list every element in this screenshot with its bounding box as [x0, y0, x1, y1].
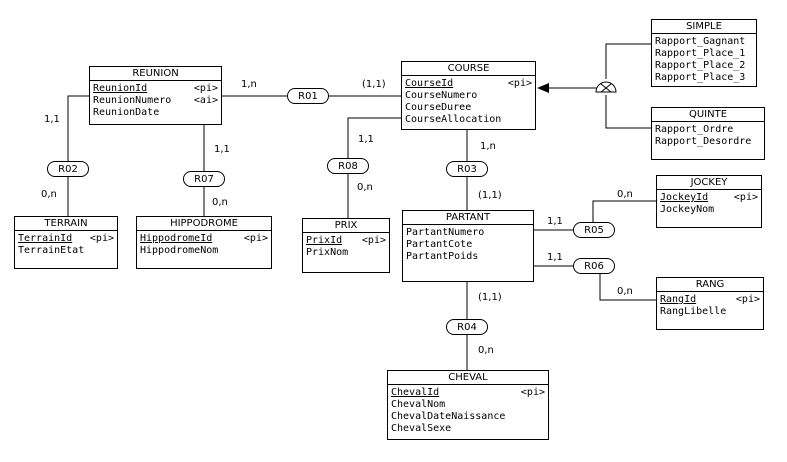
- attribute-row: CourseDuree: [405, 102, 472, 113]
- cardinality-reunion-r02: 1,1: [44, 114, 60, 125]
- entity-rang[interactable]: RANG RangId<pi> RangLibelle: [656, 277, 764, 330]
- link-inherit-simple: [605, 43, 651, 79]
- attribute-row: TerrainId<pi>: [18, 233, 114, 244]
- cardinality-partant-r06: 1,1: [547, 252, 563, 263]
- cardinality-reunion-r01: 1,n: [241, 79, 257, 90]
- relation-r02[interactable]: R02: [47, 161, 89, 177]
- entity-title: SIMPLE: [652, 20, 756, 34]
- entity-jockey[interactable]: JOCKEY JockeyId<pi> JockeyNom: [656, 175, 762, 228]
- entity-title: TERRAIN: [15, 217, 117, 231]
- attribute-row: RangId<pi>: [660, 294, 760, 305]
- entity-simple[interactable]: SIMPLE Rapport_Gagnant Rapport_Place_1 R…: [651, 19, 757, 87]
- entity-partant[interactable]: PARTANT PartantNumero PartantCote Partan…: [402, 210, 534, 282]
- entity-title: PARTANT: [403, 211, 533, 225]
- attribute-row: TerrainEtat: [18, 245, 85, 256]
- entity-title: RANG: [657, 278, 763, 292]
- attribute-row: PrixNom: [306, 247, 349, 258]
- attribute-row: ChevalDateNaissance: [391, 411, 506, 422]
- attribute-row: CourseId<pi>: [405, 78, 532, 89]
- cardinality-hippodrome-r07: 0,n: [212, 197, 228, 208]
- attribute-row: ChevalId<pi>: [391, 387, 545, 398]
- entity-title: JOCKEY: [657, 176, 761, 190]
- link-inherit-quinte: [605, 95, 651, 129]
- link-r06-rang: [599, 266, 656, 301]
- cardinality-course-r01: (1,1): [362, 79, 386, 90]
- cardinality-terrain-r02: 0,n: [41, 189, 57, 200]
- entity-title: QUINTE: [652, 108, 764, 122]
- attribute-row: PrixId<pi>: [306, 235, 386, 246]
- link-reunion-r02: [67, 95, 90, 161]
- entity-hippodrome[interactable]: HIPPODROME HippodromeId<pi> HippodromeNo…: [136, 216, 272, 269]
- entity-quinte[interactable]: QUINTE Rapport_Ordre Rapport_Desordre: [651, 107, 765, 160]
- attribute-row: CourseAllocation: [405, 114, 502, 125]
- attribute-row: ReunionDate: [93, 107, 160, 118]
- entity-terrain[interactable]: TERRAIN TerrainId<pi> TerrainEtat: [14, 216, 118, 269]
- relation-r05[interactable]: R05: [573, 222, 615, 238]
- inheritance-symbol: [595, 81, 617, 93]
- relation-r04[interactable]: R04: [446, 319, 488, 335]
- attribute-row: Rapport_Place_2: [655, 60, 746, 71]
- cardinality-rang-r06: 0,n: [617, 286, 633, 297]
- attribute-row: Rapport_Place_3: [655, 72, 746, 83]
- attribute-row: ReunionId<pi>: [93, 83, 218, 94]
- inheritance-arrow-head: [537, 83, 549, 93]
- entity-title: CHEVAL: [388, 371, 548, 385]
- entity-title: COURSE: [402, 62, 535, 76]
- attribute-row: JockeyId<pi>: [660, 192, 758, 203]
- entity-title: PRIX: [303, 219, 389, 233]
- cardinality-partant-r03: (1,1): [478, 190, 502, 201]
- relation-r03[interactable]: R03: [446, 161, 488, 177]
- attribute-row: Rapport_Ordre: [655, 124, 734, 135]
- attribute-row: PartantNumero: [406, 227, 485, 238]
- cardinality-prix-r08: 0,n: [357, 182, 373, 193]
- link-course-r08: [347, 117, 401, 158]
- attribute-row: PartantCote: [406, 239, 473, 250]
- relation-r01[interactable]: R01: [287, 88, 329, 104]
- attribute-row: RangLibelle: [660, 306, 727, 317]
- attribute-row: JockeyNom: [660, 204, 715, 215]
- relation-r06[interactable]: R06: [573, 258, 615, 274]
- entity-course[interactable]: COURSE CourseId<pi> CourseNumero CourseD…: [401, 61, 536, 130]
- attribute-row: HippodromeId<pi>: [140, 233, 268, 244]
- attribute-row: HippodromeNom: [140, 245, 219, 256]
- cardinality-cheval-r04: 0,n: [478, 345, 494, 356]
- attribute-row: ChevalNom: [391, 399, 446, 410]
- cardinality-course-r03: 1,n: [480, 141, 496, 152]
- cardinality-jockey-r05: 0,n: [617, 189, 633, 200]
- attribute-row: ReunionNumero<ai>: [93, 95, 218, 106]
- entity-title: HIPPODROME: [137, 217, 271, 231]
- attribute-row: Rapport_Gagnant: [655, 36, 746, 47]
- cardinality-reunion-r07: 1,1: [214, 144, 230, 155]
- attribute-row: Rapport_Place_1: [655, 48, 746, 59]
- attribute-row: Rapport_Desordre: [655, 136, 752, 147]
- entity-title: REUNION: [90, 67, 221, 81]
- cardinality-partant-r05: 1,1: [547, 216, 563, 227]
- relation-r07[interactable]: R07: [183, 171, 225, 187]
- entity-prix[interactable]: PRIX PrixId<pi> PrixNom: [302, 218, 390, 273]
- attribute-row: CourseNumero: [405, 90, 478, 101]
- attribute-row: PartantPoids: [406, 251, 479, 262]
- attribute-row: ChevalSexe: [391, 423, 452, 434]
- entity-reunion[interactable]: REUNION ReunionId<pi> ReunionNumero<ai> …: [89, 66, 222, 125]
- cardinality-partant-r04: (1,1): [478, 292, 502, 303]
- cardinality-course-r08: 1,1: [358, 134, 374, 145]
- entity-cheval[interactable]: CHEVAL ChevalId<pi> ChevalNom ChevalDate…: [387, 370, 549, 440]
- relation-r08[interactable]: R08: [327, 158, 369, 174]
